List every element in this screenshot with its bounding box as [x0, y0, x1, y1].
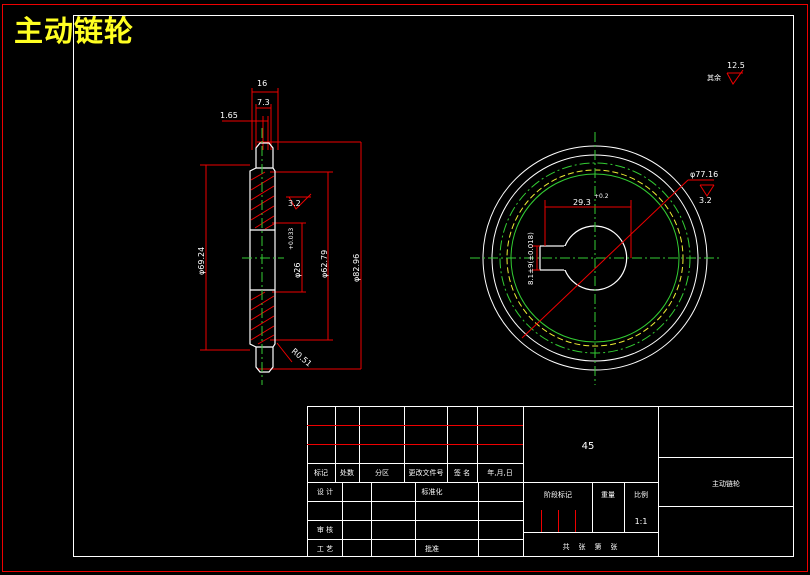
dim-bore-dia: φ26 — [293, 263, 302, 278]
dim-keyway-depth: 29.3 — [573, 198, 591, 207]
label-review: 审 核 — [317, 525, 333, 534]
label-scale: 比例 — [634, 490, 648, 499]
hdr-sign: 签 名 — [454, 468, 470, 477]
label-weight: 重量 — [601, 491, 615, 499]
label-approve: 批准 — [425, 544, 439, 553]
roughness-note: 其余 — [707, 73, 721, 82]
section-view: 16 7.3 1.65 3.2 φ69.24 φ26 +0.033 φ62.79… — [197, 79, 362, 385]
label-stage-mark: 阶段标记 — [544, 490, 572, 499]
title-block: 45 主动链轮 1:1 标记 处数 分区 更改文件号 签 名 年,月,日 设 计… — [307, 406, 794, 557]
dim-total-width: 16 — [257, 79, 267, 88]
hdr-date: 年,月,日 — [487, 468, 512, 477]
dim-bore-tol: +0.033 — [288, 228, 295, 250]
dim-keyway-width: 8.1±9(±0.018) — [527, 232, 535, 285]
hdr-mark: 标记 — [314, 468, 328, 477]
hdr-change-doc: 更改文件号 — [409, 468, 444, 477]
dim-fillet: R0.51 — [290, 347, 314, 369]
label-standardize: 标准化 — [422, 487, 443, 496]
label-design: 设 计 — [317, 487, 333, 496]
dim-tip-dia: φ82.96 — [352, 254, 361, 282]
hdr-count: 处数 — [340, 468, 354, 477]
roughness-face: 3.2 — [288, 199, 301, 208]
dim-chamfer: 1.65 — [220, 111, 238, 120]
dim-keyway-tol: +0.2 — [594, 193, 609, 200]
sheets-footer: 共 张 第 张 — [563, 542, 618, 551]
roughness-bore: 3.2 — [699, 196, 712, 205]
outer-border — [2, 4, 808, 572]
roughness-general: 12.5 — [727, 61, 745, 70]
label-process: 工 艺 — [317, 545, 333, 553]
dim-hub-dia: φ62.79 — [320, 250, 329, 278]
scale-value: 1:1 — [635, 517, 648, 526]
material-value: 45 — [582, 441, 595, 452]
part-name: 主动链轮 — [712, 479, 740, 488]
dim-tooth-width: 7.3 — [257, 98, 270, 107]
front-view: φ77.16 3.2 29.3 +0.2 8.1±9(±0.018) 12.5 … — [470, 61, 745, 385]
dim-root-dia: φ69.24 — [197, 247, 206, 275]
dim-outer-dia: φ77.16 — [690, 170, 718, 179]
hdr-zone: 分区 — [375, 468, 389, 477]
